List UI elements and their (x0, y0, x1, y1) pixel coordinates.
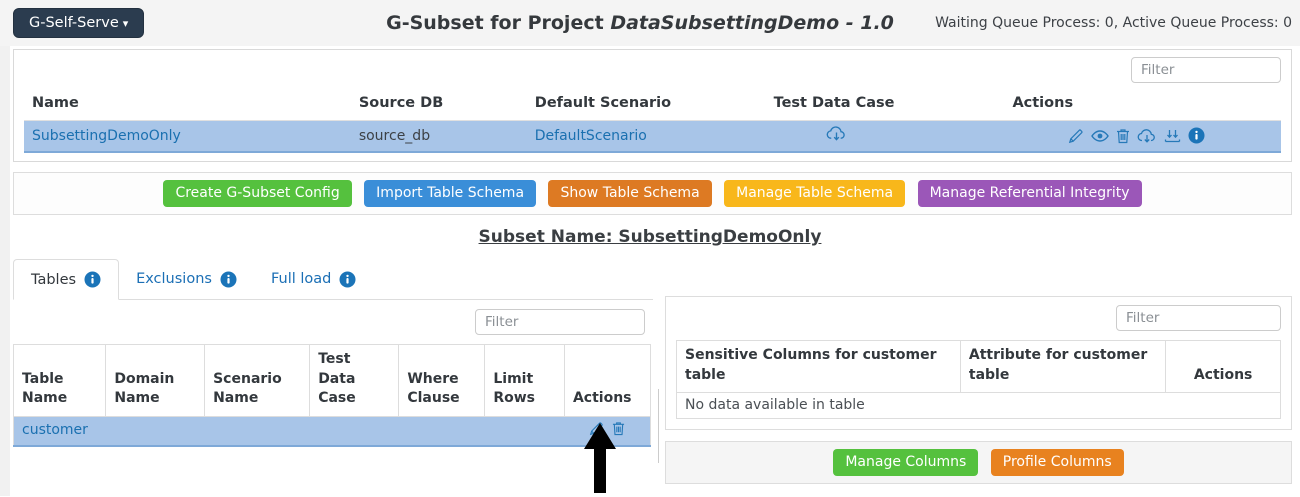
view-icon[interactable] (1091, 129, 1110, 143)
col-header-limit-rows: Limit Rows (484, 344, 565, 417)
col-header-attribute: Attribute for customer table (960, 340, 1167, 394)
title-project-name: DataSubsettingDemo - 1.0 (610, 12, 894, 34)
delete-icon[interactable] (1116, 128, 1130, 144)
import-data-icon[interactable] (1164, 128, 1181, 144)
col-header-where-clause: Where Clause (398, 344, 486, 417)
schema-toolbar: Create G-Subset Config Import Table Sche… (13, 172, 1292, 215)
subset-detail-section: Tables Exclusions Full load (13, 259, 1292, 493)
edit-icon[interactable] (1068, 128, 1084, 144)
page-title: G-Subset for Project DataSubsettingDemo … (360, 12, 920, 34)
customer-table-link[interactable]: customer (22, 422, 88, 439)
annotation-arrow-icon (581, 423, 619, 497)
info-icon[interactable] (220, 271, 237, 288)
manage-columns-button[interactable]: Manage Columns (833, 449, 979, 477)
table-row: SubsettingDemoOnly source_db DefaultScen… (24, 120, 1281, 153)
columns-table: Sensitive Columns for customer table Att… (676, 340, 1281, 420)
tab-label: Tables (31, 271, 77, 288)
columns-card: Sensitive Columns for customer table Att… (665, 296, 1292, 431)
manage-referential-integrity-button[interactable]: Manage Referential Integrity (917, 180, 1142, 207)
columns-filter-input[interactable] (1116, 305, 1281, 331)
empty-row: No data available in table (677, 393, 1281, 419)
tab-full-load[interactable]: Full load (254, 259, 373, 299)
header: G-Self-Serve ▾ G-Subset for Project Data… (0, 0, 1300, 46)
col-header-table-name: Table Name (13, 344, 107, 417)
panel-divider (658, 389, 659, 463)
tab-bar: Tables Exclusions Full load (13, 259, 653, 300)
tab-label: Exclusions (136, 271, 212, 287)
create-gsubset-config-button[interactable]: Create G-Subset Config (163, 180, 352, 207)
app-menu-label: G-Self-Serve (29, 15, 119, 31)
col-header-test-data-case: Test Data Case (765, 87, 1005, 121)
tables-tab-content: Table Name Domain Name Scenario Name Tes… (13, 300, 653, 447)
cloud-download-icon[interactable] (826, 125, 847, 142)
cloud-download-icon[interactable] (1137, 128, 1157, 144)
edit-icon[interactable] (589, 421, 604, 436)
import-table-schema-button[interactable]: Import Table Schema (364, 180, 537, 207)
table-row: customer (13, 416, 651, 447)
info-icon[interactable] (84, 271, 101, 288)
empty-message: No data available in table (685, 397, 865, 414)
delete-icon[interactable] (612, 421, 625, 436)
info-icon[interactable] (1188, 127, 1205, 144)
col-header-actions: Actions (564, 344, 651, 417)
col-header-sensitive-columns: Sensitive Columns for customer table (676, 340, 961, 394)
tab-label: Full load (270, 271, 332, 287)
tables-table: Table Name Domain Name Scenario Name Tes… (13, 344, 651, 447)
title-prefix: G-Subset for Project (386, 12, 604, 34)
columns-footer: Manage Columns Profile Columns (665, 441, 1292, 485)
col-header-source-db: Source DB (350, 87, 527, 121)
tab-exclusions[interactable]: Exclusions (119, 259, 254, 299)
projects-filter-input[interactable] (1131, 57, 1281, 83)
source-db-value: source_db (350, 120, 527, 153)
col-header-test-data-case: Test Data Case (309, 344, 400, 417)
default-scenario-link[interactable]: DefaultScenario (534, 127, 647, 144)
col-header-domain-name: Domain Name (105, 344, 206, 417)
row-actions (1012, 127, 1273, 144)
caret-down-icon: ▾ (122, 16, 129, 30)
tables-panel: Tables Exclusions Full load (13, 259, 659, 493)
show-table-schema-button[interactable]: Show Table Schema (548, 180, 712, 207)
manage-table-schema-button[interactable]: Manage Table Schema (724, 180, 906, 207)
subset-name-heading: Subset Name: SubsettingDemoOnly (478, 227, 822, 247)
col-header-scenario-name: Scenario Name (204, 344, 311, 417)
col-header-name: Name (24, 87, 351, 121)
projects-panel: Name Source DB Default Scenario Test Dat… (13, 49, 1292, 162)
app-menu-button[interactable]: G-Self-Serve ▾ (13, 8, 145, 38)
columns-panel: Sensitive Columns for customer table Att… (665, 296, 1292, 485)
col-header-actions: Actions (1004, 87, 1281, 121)
tables-filter-input[interactable] (475, 309, 645, 335)
info-icon[interactable] (339, 271, 356, 288)
profile-columns-button[interactable]: Profile Columns (990, 449, 1124, 477)
tab-tables[interactable]: Tables (13, 259, 120, 300)
col-header-default-scenario: Default Scenario (526, 87, 766, 121)
subset-name-link[interactable]: SubsettingDemoOnly (32, 127, 181, 144)
queue-status: Waiting Queue Process: 0, Active Queue P… (935, 15, 1292, 31)
page-left-gutter (0, 46, 10, 496)
col-header-actions: Actions (1165, 340, 1281, 394)
projects-table: Name Source DB Default Scenario Test Dat… (24, 87, 1281, 153)
